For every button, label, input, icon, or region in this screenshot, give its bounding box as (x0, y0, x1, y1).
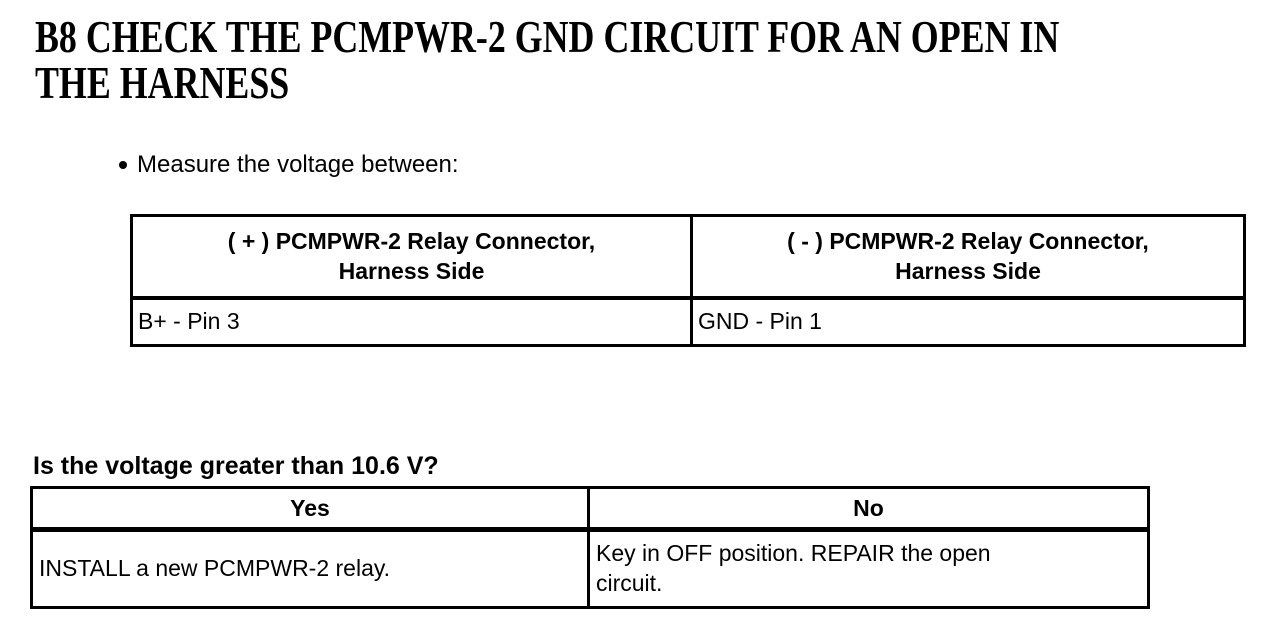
positive-connector-header-line1: ( + ) PCMPWR-2 Relay Connector, (227, 227, 596, 254)
no-action-text: Key in OFF position. REPAIR the open cir… (596, 540, 991, 596)
negative-pin-cell: GND - Pin 1 (690, 296, 1246, 347)
voltage-measurement-table: ( + ) PCMPWR-2 Relay Connector, Harness … (130, 214, 1246, 347)
page-title-line1: B8 CHECK THE PCMPWR-2 GND CIRCUIT FOR AN… (35, 11, 1060, 62)
negative-connector-header-line2: Harness Side (895, 257, 1041, 284)
page-title-line2: THE HARNESS (35, 57, 290, 108)
page-title: B8 CHECK THE PCMPWR-2 GND CIRCUIT FOR AN… (35, 14, 1059, 106)
positive-pin-cell: B+ - Pin 3 (130, 296, 693, 347)
positive-connector-header: ( + ) PCMPWR-2 Relay Connector, Harness … (130, 214, 693, 300)
negative-connector-header-line1: ( - ) PCMPWR-2 Relay Connector, (787, 227, 1149, 254)
yes-header: Yes (30, 486, 590, 532)
instruction-text: Measure the voltage between: (137, 151, 459, 178)
bullet-icon (119, 161, 127, 169)
no-action-cell: Key in OFF position. REPAIR the open cir… (587, 528, 1150, 609)
yes-no-decision-table: Yes No INSTALL a new PCMPWR-2 relay. Key… (30, 486, 1150, 609)
table-header-row: ( + ) PCMPWR-2 Relay Connector, Harness … (130, 214, 1246, 300)
table-row: INSTALL a new PCMPWR-2 relay. Key in OFF… (30, 528, 1150, 609)
no-header: No (587, 486, 1150, 532)
negative-connector-header: ( - ) PCMPWR-2 Relay Connector, Harness … (690, 214, 1246, 300)
table-row: B+ - Pin 3 GND - Pin 1 (130, 296, 1246, 347)
table-header-row: Yes No (30, 486, 1150, 532)
yes-action-cell: INSTALL a new PCMPWR-2 relay. (30, 528, 590, 609)
positive-connector-header-line2: Harness Side (338, 257, 485, 284)
diagnostic-question: Is the voltage greater than 10.6 V? (33, 452, 439, 480)
instruction-bullet: Measure the voltage between: (119, 151, 459, 179)
